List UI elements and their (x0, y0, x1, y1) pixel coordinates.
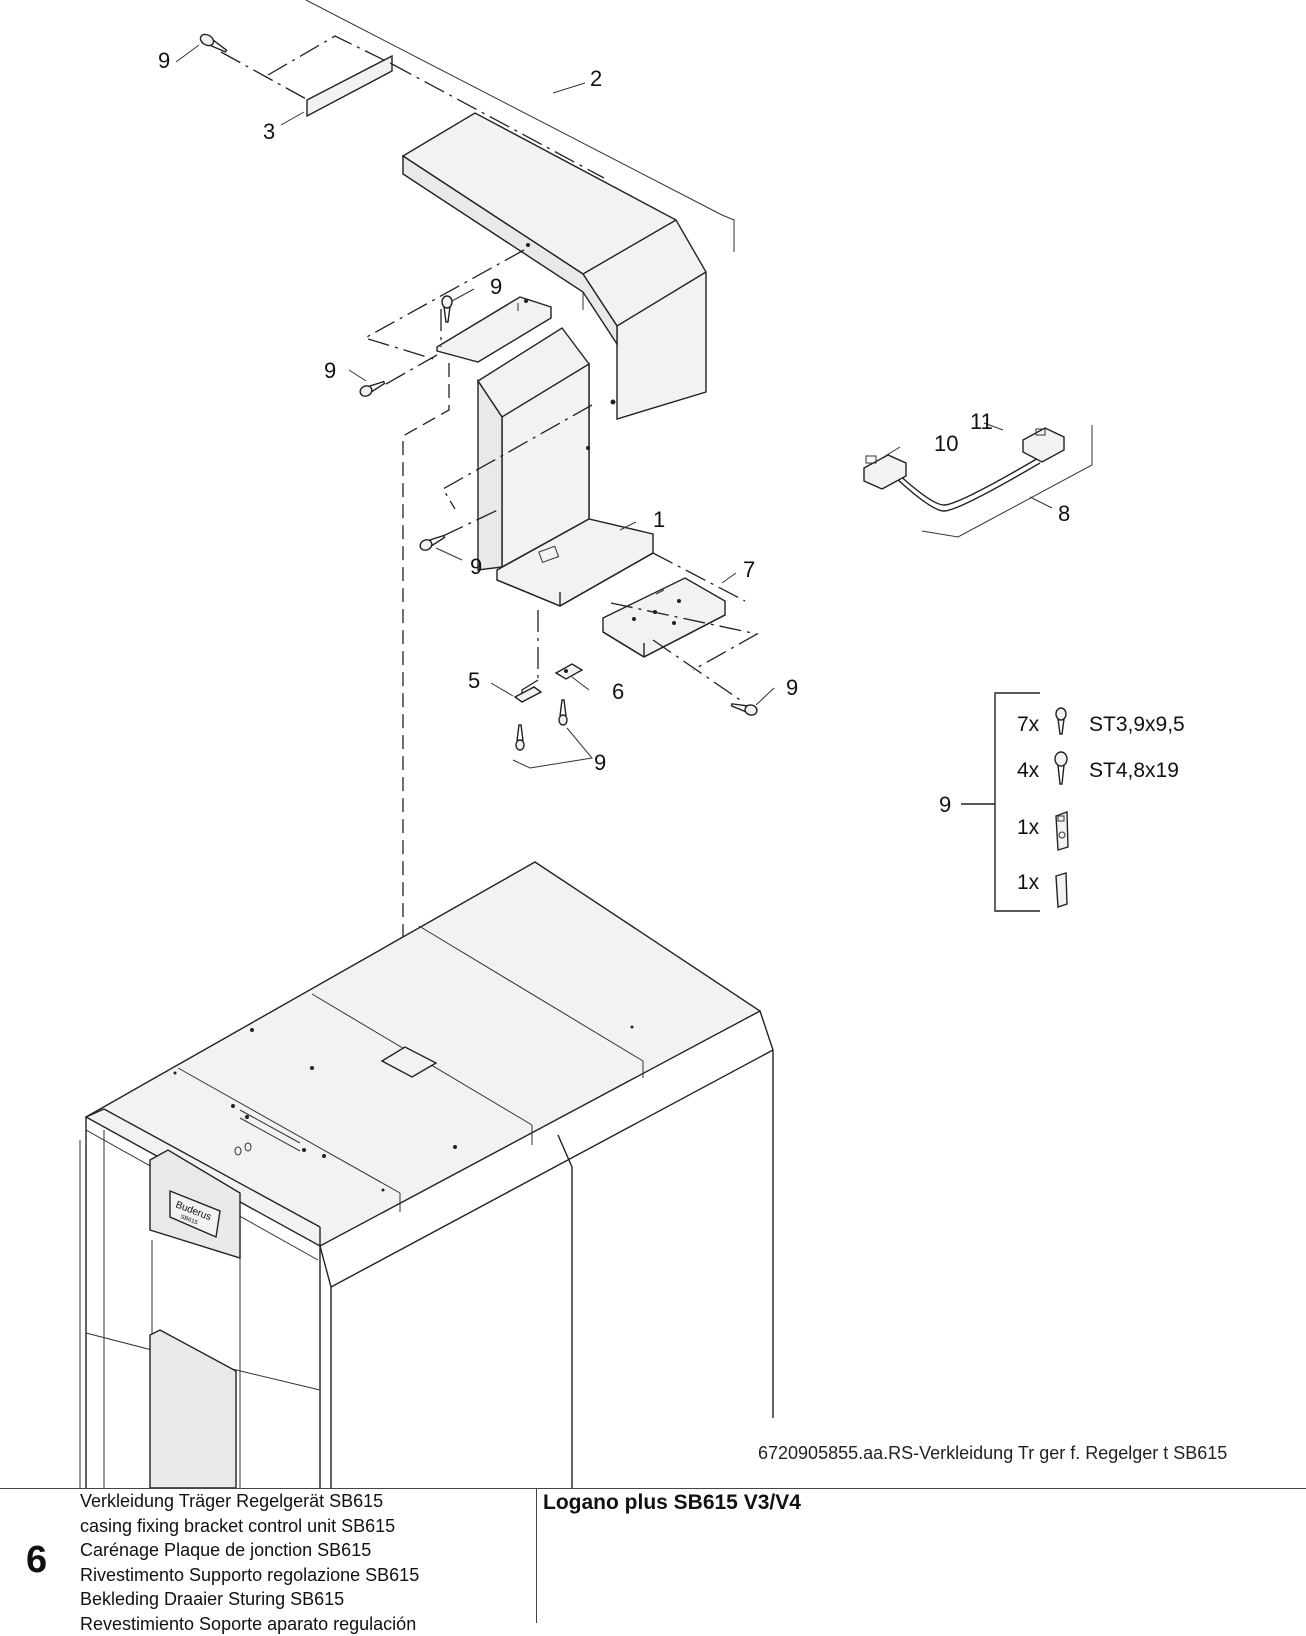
exploded-view-drawing: Buderus SB615 (0, 0, 1306, 1488)
description-es: Revestimiento Soporte aparato regulación (80, 1612, 530, 1636)
part-description-list: Verkleidung Träger Regelgerät SB615 casi… (80, 1489, 530, 1636)
description-en: casing fixing bracket control unit SB615 (80, 1514, 530, 1539)
kit-qty-3: 1x (1017, 816, 1040, 839)
label-7: 7 (743, 557, 755, 582)
item-number-labels: 9 3 2 9 9 1 9 7 9 5 6 9 10 11 8 9 (158, 48, 1070, 817)
label-9-e: 9 (786, 675, 798, 700)
label-9-kit: 9 (939, 792, 951, 817)
footer-divider (536, 1489, 537, 1623)
description-fr: Carénage Plaque de jonction SB615 (80, 1538, 530, 1563)
clip-plate-icon (1056, 812, 1068, 850)
product-title: Logano plus SB615 V3/V4 (543, 1491, 801, 1515)
description-it: Rivestimento Supporto regolazione SB615 (80, 1563, 530, 1588)
page-number: 6 (26, 1539, 47, 1582)
label-10: 10 (934, 431, 958, 456)
insulation-part-7 (603, 578, 725, 657)
page-footer: 6 Verkleidung Träger Regelgerät SB615 ca… (0, 1488, 1306, 1623)
large-screw-icon (1055, 752, 1067, 784)
kit-qty-2: 4x (1017, 759, 1040, 782)
label-8: 8 (1058, 501, 1070, 526)
kit-spec-1: ST3,9x9,5 (1089, 713, 1185, 736)
label-9-f: 9 (594, 750, 606, 775)
label-1: 1 (653, 507, 665, 532)
label-9-a: 9 (158, 48, 170, 73)
label-9-b: 9 (490, 274, 502, 299)
kit-qty-4: 1x (1017, 871, 1040, 894)
kit-qty-1: 7x (1017, 713, 1040, 736)
label-6: 6 (612, 679, 624, 704)
small-screw-icon (1056, 708, 1066, 734)
clip-part-6 (556, 664, 582, 679)
kit-spec-2: ST4,8x19 (1089, 759, 1179, 782)
insulation-strip-icon (1056, 873, 1067, 907)
drawing-caption: 6720905855.aa.RS-Verkleidung Tr ger f. R… (758, 1443, 1227, 1464)
clip-part-5 (515, 687, 541, 702)
label-11: 11 (970, 409, 993, 434)
parts-kit-legend (961, 693, 1068, 911)
label-9-d: 9 (470, 554, 482, 579)
label-2: 2 (590, 66, 602, 91)
strip-part-3 (307, 56, 392, 116)
label-3: 3 (263, 119, 275, 144)
parts-kit-rows: 7x ST3,9x9,5 4x ST4,8x19 1x 1x (1017, 713, 1185, 894)
description-de: Verkleidung Träger Regelgerät SB615 (80, 1489, 530, 1514)
description-nl: Bekleding Draaier Sturing SB615 (80, 1587, 530, 1612)
label-5: 5 (468, 668, 480, 693)
boiler-body: Buderus SB615 (80, 862, 773, 1488)
label-9-c: 9 (324, 358, 336, 383)
